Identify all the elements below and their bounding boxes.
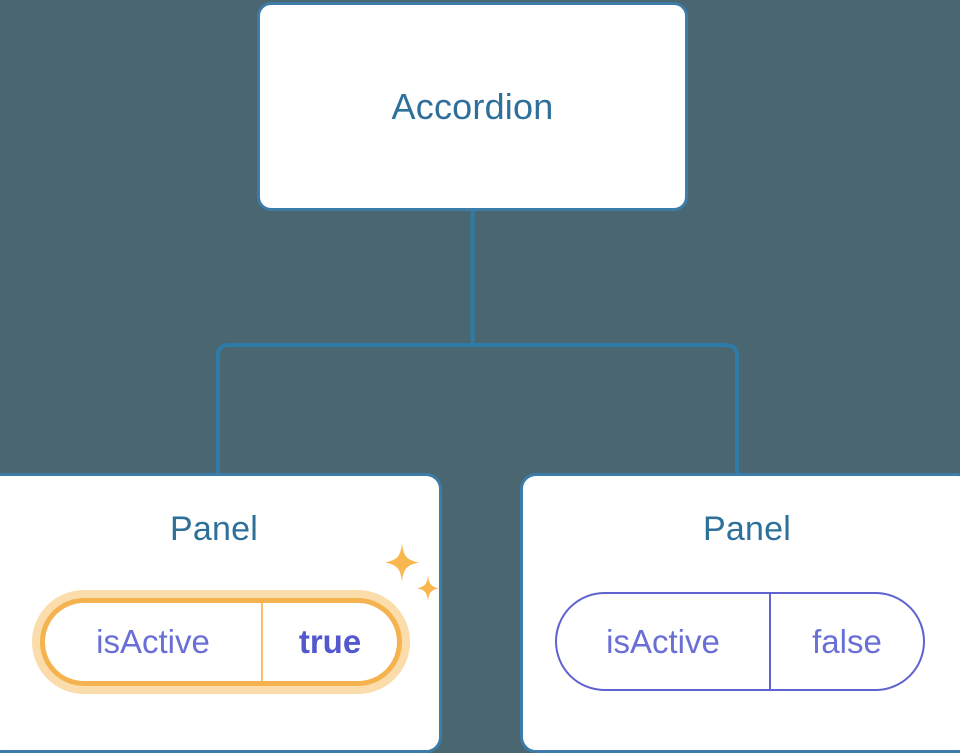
prop-value-label: false (812, 622, 882, 660)
prop-pill-isactive-true[interactable]: isActive true (40, 598, 402, 686)
edge-branch-right (472, 343, 739, 473)
accordion-node-title: Accordion (391, 85, 554, 127)
prop-key-label: isActive (557, 594, 771, 689)
panel-node-2-title: Panel (703, 510, 791, 548)
panel-node-2-prop-pill-wrapper: isActive false (555, 592, 925, 691)
panel-node-1-title: Panel (170, 510, 258, 548)
prop-value-label: true (298, 623, 362, 660)
prop-pill-isactive-false[interactable]: isActive false (555, 592, 925, 691)
panel-node-1-prop-pill-wrapper: isActive true (32, 590, 410, 694)
prop-key-label: isActive (45, 603, 263, 681)
edge-branch-left (216, 343, 473, 473)
accordion-node[interactable]: Accordion (257, 2, 688, 211)
